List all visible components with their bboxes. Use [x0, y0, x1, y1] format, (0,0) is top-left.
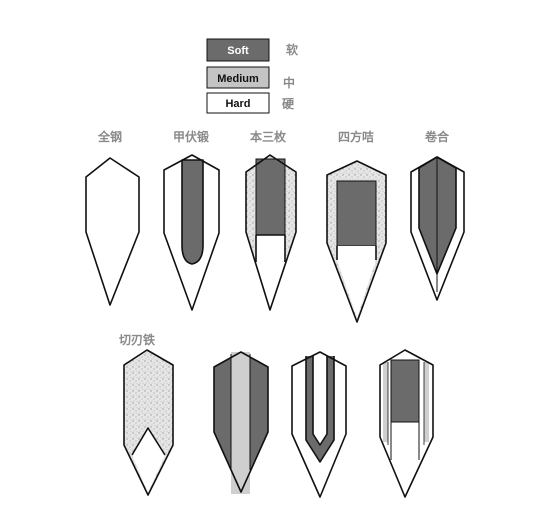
blade-shihozume [326, 160, 387, 323]
legend-label-soft: Soft [227, 45, 249, 57]
legend-item-hard: Hard 硬 [206, 92, 295, 114]
legend-item-soft: Soft 软 [206, 38, 298, 62]
legend-item-medium: Medium 中 [206, 66, 295, 90]
legend-cn-medium: 中 [283, 75, 295, 90]
blade-side-stripes [379, 349, 434, 498]
label-kobuse: 甲伏锻 [173, 129, 209, 144]
label-honsanmai: 本三枚 [250, 129, 287, 144]
blade-kiriha [123, 349, 174, 496]
legend-cn-soft: 软 [286, 42, 298, 57]
label-shihozume: 四方咭 [338, 129, 374, 144]
blade-all-steel [85, 157, 140, 306]
blade-honsanmai [245, 154, 297, 311]
label-kiriha: 切刃铁 [119, 332, 155, 347]
blade-stripe [213, 351, 269, 494]
legend: Soft 软 Medium 中 Hard 硬 [206, 38, 298, 114]
legend-cn-hard: 硬 [282, 97, 295, 111]
blade-kobuse [163, 154, 220, 311]
legend-label-hard: Hard [225, 98, 250, 110]
label-makuri: 卷合 [424, 129, 450, 144]
blade-makuri [410, 156, 465, 301]
legend-label-medium: Medium [217, 73, 259, 85]
blade-u-core [291, 351, 347, 498]
label-all-steel: 全钢 [97, 129, 122, 144]
